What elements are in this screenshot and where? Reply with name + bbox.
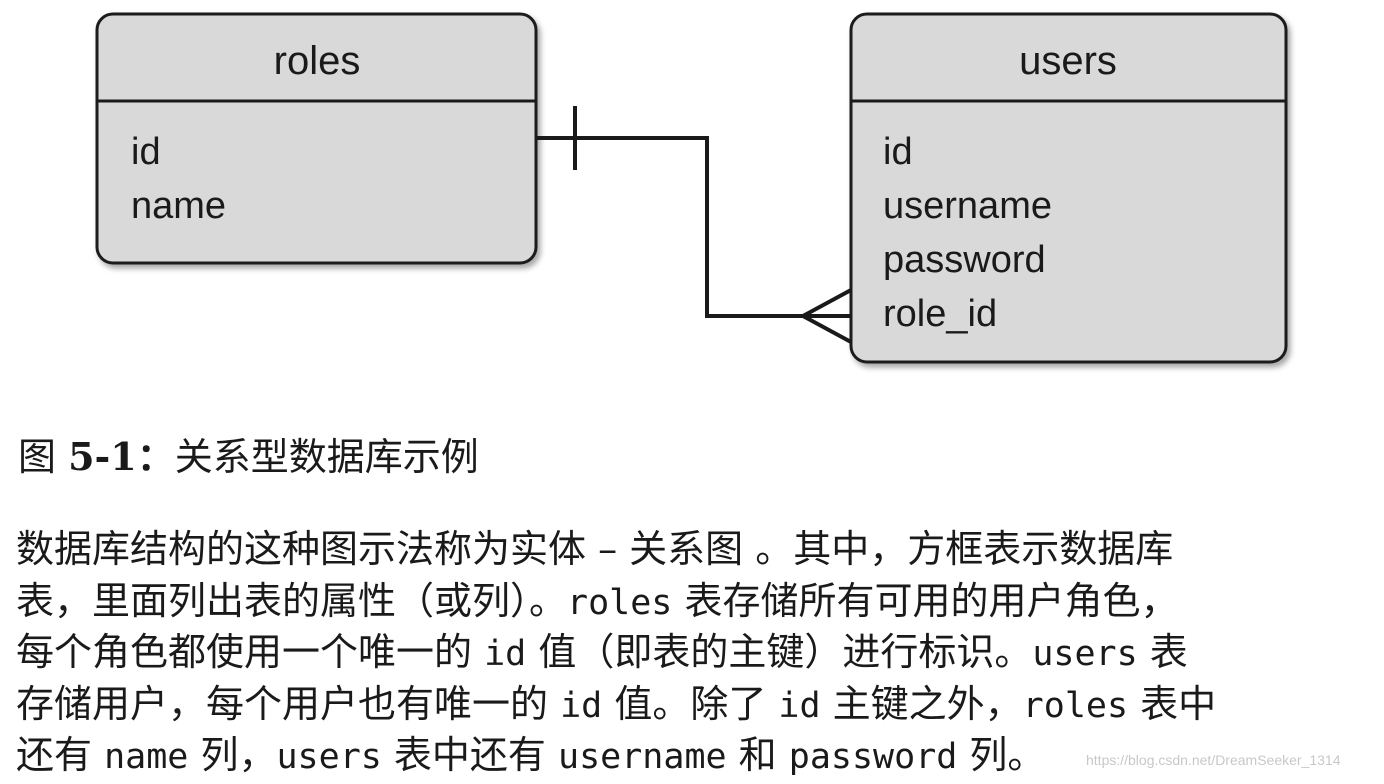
inline-code: username [558, 737, 727, 777]
inline-code: roles [567, 582, 673, 623]
roles-field-name: name [131, 185, 226, 227]
paragraph-text: 表中还有 [381, 733, 559, 777]
paragraph-text: 值（即表的主键）进行标识。 [526, 630, 1033, 674]
watermark: https://blog.csdn.net/DreamSeeker_1314 [1086, 752, 1341, 768]
users-field-role-id: role_id [883, 293, 997, 335]
users-field-password: password [883, 239, 1046, 281]
paragraph-text: 每个角色都使用一个唯一的 [16, 630, 485, 674]
relationship-line [536, 136, 851, 318]
paragraph-text: 列。 [957, 733, 1046, 777]
inline-code: users [276, 737, 382, 777]
users-table: users id username password role_id [849, 12, 1288, 364]
paragraph-line: 还有 name 列，users 表中还有 username 和 password… [16, 730, 1376, 782]
many-marker-top [802, 288, 852, 318]
paragraph-text: 存储用户，每个用户也有唯一的 [16, 681, 561, 726]
caption-prefix: 图 [18, 435, 69, 479]
paragraph-text: 还有 [16, 733, 105, 777]
users-field-username: username [883, 185, 1052, 227]
inline-code: id [484, 634, 527, 674]
figure-caption: 图 5-1：关系型数据库示例 [18, 432, 479, 482]
inline-code: roles [1022, 685, 1129, 726]
paragraph-text: 数据库结构的这种图示法称为实体 – 关系图 。其中，方框表示数据库 [16, 527, 1174, 571]
users-title: users [1019, 39, 1117, 83]
paragraph-text: 表，里面列出表的属性（或列）。 [16, 578, 568, 623]
paragraph-text: 表中 [1128, 681, 1217, 726]
paragraph-line: 每个角色都使用一个唯一的 id 值（即表的主键）进行标识。users 表 [16, 627, 1376, 679]
relationship-connector [536, 106, 852, 344]
inline-code: users [1032, 634, 1138, 674]
roles-table: roles id name [95, 12, 538, 265]
roles-title: roles [274, 39, 361, 83]
paragraph-text: 和 [726, 733, 789, 777]
er-diagram: roles id name users id username password… [95, 12, 1288, 364]
caption-separator: ： [136, 434, 175, 479]
paragraph-line: 数据库结构的这种图示法称为实体 – 关系图 。其中，方框表示数据库 [16, 524, 1376, 576]
caption-number: 5-1 [68, 434, 137, 479]
paragraph-line: 表，里面列出表的属性（或列）。roles 表存储所有可用的用户角色， [16, 576, 1376, 628]
roles-field-id: id [131, 131, 161, 173]
inline-code: password [788, 737, 958, 777]
paragraph-line: 存储用户，每个用户也有唯一的 id 值。除了 id 主键之外，roles 表中 [16, 679, 1376, 731]
users-field-id: id [883, 131, 913, 173]
caption-text: 关系型数据库示例 [174, 435, 479, 479]
inline-code: id [560, 685, 603, 726]
paragraph-text: 列， [188, 733, 277, 777]
inline-code: name [104, 737, 189, 777]
inline-code: id [778, 685, 821, 726]
many-marker-bottom [802, 314, 852, 344]
paragraph-text: 主键之外， [820, 681, 1023, 726]
paragraph-text: 表 [1137, 630, 1188, 674]
paragraph-text: 值。除了 [602, 681, 779, 726]
paragraph-text: 表存储所有可用的用户角色， [672, 578, 1179, 623]
body-paragraph: 数据库结构的这种图示法称为实体 – 关系图 。其中，方框表示数据库表，里面列出表… [16, 524, 1376, 782]
